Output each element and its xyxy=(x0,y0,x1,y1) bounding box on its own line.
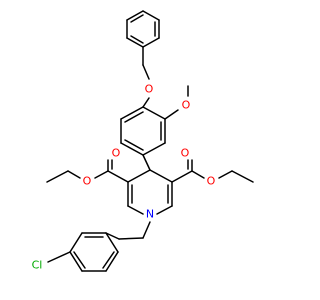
bond xyxy=(142,10,160,21)
molecule-canvas: O O O O O O N Cl xyxy=(0,0,300,300)
bond xyxy=(130,14,144,23)
bond xyxy=(118,237,144,240)
bond xyxy=(142,64,150,80)
bond xyxy=(149,169,173,183)
atom-o-carbonyl-right: O xyxy=(181,147,190,160)
bond xyxy=(127,169,151,183)
atom-o-ester-right: O xyxy=(207,175,216,188)
bond xyxy=(105,251,119,272)
molecule-structure: O O O O O O N Cl xyxy=(0,0,300,300)
bond xyxy=(46,170,69,183)
bond xyxy=(124,111,144,123)
atom-o-ester-left: O xyxy=(83,175,92,188)
bond xyxy=(231,170,254,183)
bond xyxy=(47,251,71,263)
bond xyxy=(191,170,205,179)
atom-o-methoxy: O xyxy=(182,99,191,112)
bond xyxy=(126,37,144,48)
bond xyxy=(124,139,144,151)
bond xyxy=(142,142,166,156)
bond xyxy=(126,10,144,21)
bond xyxy=(156,205,173,215)
bond xyxy=(69,232,83,253)
atom-cl: Cl xyxy=(32,259,43,272)
background xyxy=(0,0,300,300)
bond xyxy=(142,37,160,48)
bond xyxy=(107,170,129,183)
bond xyxy=(69,251,83,272)
bond xyxy=(127,205,144,215)
bond xyxy=(102,251,115,269)
bond xyxy=(142,221,151,239)
bond xyxy=(171,170,193,183)
atom-n-ring: N xyxy=(146,208,154,221)
bond xyxy=(142,97,150,108)
bond xyxy=(94,170,109,179)
bonds xyxy=(46,10,254,272)
bond xyxy=(142,106,166,120)
bond xyxy=(120,106,144,120)
bond xyxy=(142,154,151,171)
bond xyxy=(73,251,86,269)
atom-o-benzyloxy: O xyxy=(145,83,154,96)
bond xyxy=(105,232,120,240)
bond xyxy=(130,35,144,44)
bond xyxy=(67,170,81,179)
bond xyxy=(105,232,119,253)
atom-o-carbonyl-left: O xyxy=(112,147,121,160)
bond xyxy=(218,170,233,179)
bond xyxy=(120,142,144,156)
atom-labels: O O O O O O N Cl xyxy=(32,83,216,272)
bond xyxy=(164,109,179,120)
